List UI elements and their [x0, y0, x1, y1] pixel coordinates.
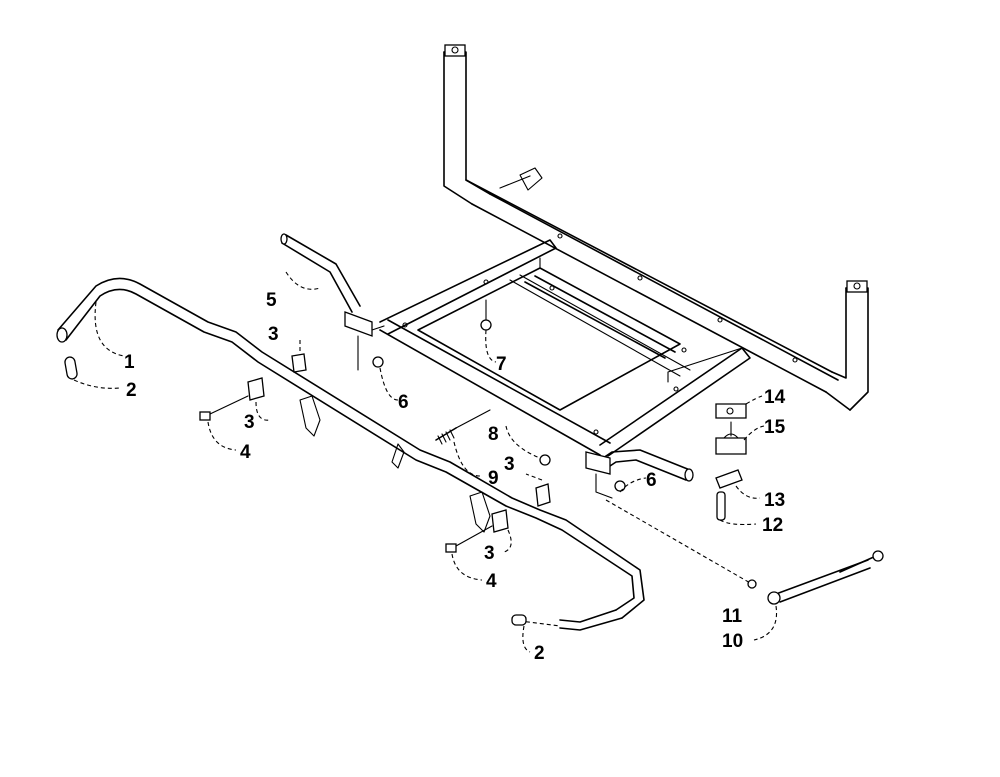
- part-9-spring: [435, 409, 491, 445]
- part-10-gas-strut: [767, 550, 884, 605]
- right-stub-tube: [585, 449, 694, 499]
- callout-2-left: 2: [126, 380, 137, 401]
- part-6-nut-b: [614, 480, 626, 492]
- callout-4-a: 4: [240, 442, 251, 463]
- callout-9: 9: [488, 468, 499, 489]
- callout-3-c: 3: [504, 454, 515, 475]
- part-2-grip-right: [511, 614, 527, 626]
- part-3-clamp-b: [247, 377, 265, 401]
- callout-13: 13: [764, 490, 785, 511]
- part-5-tube: [280, 233, 385, 371]
- callout-15: 15: [764, 417, 786, 438]
- callout-3-a: 3: [268, 324, 279, 345]
- part-7-nut: [480, 319, 492, 331]
- part-4-bolt-b: [445, 525, 493, 553]
- callout-4-b: 4: [486, 571, 497, 592]
- callout-11: 11: [722, 606, 743, 627]
- leader-lines: [73, 271, 778, 653]
- part-3-clamp-a: [291, 353, 307, 373]
- callout-8: 8: [488, 424, 499, 445]
- callout-3-b: 3: [244, 412, 255, 433]
- callout-14: 14: [764, 387, 786, 408]
- part-13-plate: [715, 469, 743, 489]
- part-12-pin: [716, 491, 726, 521]
- callout-7: 7: [496, 354, 507, 375]
- callout-2-right: 2: [534, 643, 545, 664]
- part-4-bolt-a: [199, 395, 249, 421]
- callout-10: 10: [722, 631, 743, 652]
- callout-6-a: 6: [398, 392, 409, 413]
- part-11-cable-end: [747, 579, 757, 589]
- deck-frame: [379, 239, 751, 457]
- part-11-cable: [605, 499, 753, 585]
- part-1-handle-tube: [56, 277, 645, 631]
- part-15-block: [715, 437, 747, 455]
- part-8-spacer: [539, 454, 551, 466]
- part-3-clamp-d: [491, 509, 509, 533]
- part-6-nut-a: [372, 356, 384, 368]
- callout-3-d: 3: [484, 543, 495, 564]
- rear-frame: [443, 44, 869, 411]
- callout-5: 5: [266, 290, 277, 311]
- callout-1: 1: [124, 352, 135, 373]
- callouts: 1 2 2 3 3 3 3 4 4 5 6 6 7 8 9 10 11 12 1…: [124, 290, 786, 664]
- part-3-clamp-c: [535, 483, 551, 507]
- part-2-grip-left: [64, 356, 78, 380]
- callout-12: 12: [762, 515, 783, 536]
- part-14-block: [715, 403, 747, 419]
- callout-6-b: 6: [646, 470, 657, 491]
